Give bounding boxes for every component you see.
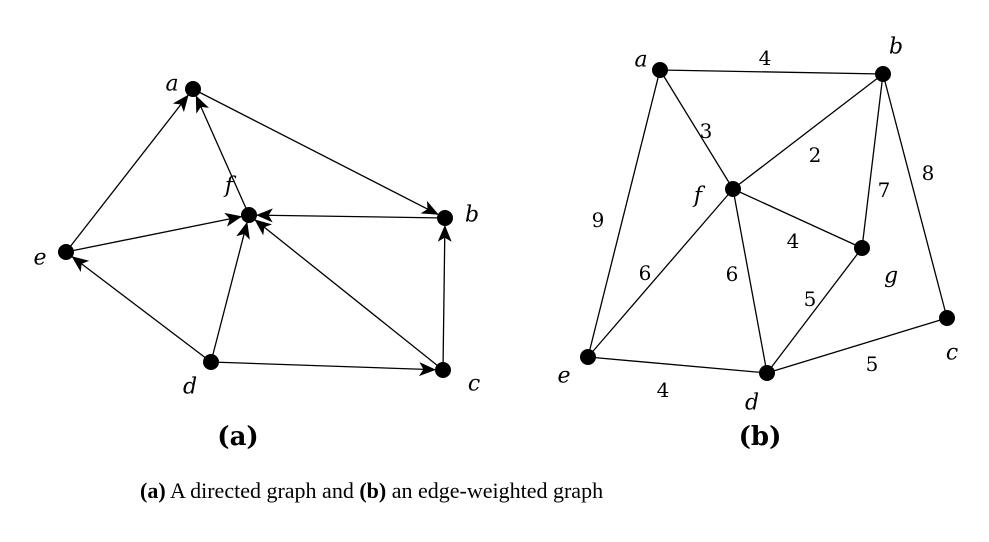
weighted-graph-node-label-g: g [884,264,898,289]
directed-graph-edge-b-f [255,208,446,223]
caption-text-b: an edge-weighted graph [386,478,604,503]
weighted-graph-weight-f-g: 4 [787,229,800,253]
weighted-graph-node-d [759,365,775,381]
weighted-graph-edges [587,69,948,374]
directed-graph-node-c [435,362,451,378]
directed-graph-edge-c-f [254,218,444,371]
weighted-graph-node-b [875,66,891,82]
weighted-graph-weight-a-f: 3 [700,119,713,143]
weighted-graph-edge-a-b [659,69,884,75]
weighted-graph-weight-f-e: 6 [639,261,652,285]
directed-graph-edge-d-c [210,361,437,377]
weighted-graph-node-label-b: b [889,35,903,60]
directed-graph-edge-e-f [65,212,243,253]
weighted-graph: 4 3 9 2 7 8 4 6 6 5 4 5 a b c d e f g (b) [557,35,958,453]
panel-label-b: (b) [739,422,782,452]
weighted-graph-edge-f-e [587,188,734,358]
weighted-graph-weight-d-c: 5 [866,352,879,376]
weighted-graph-edge-b-g [861,73,884,249]
directed-graph-node-label-b: b [465,203,479,228]
weighted-graph-edge-e-d [587,356,768,374]
caption-marker-b: (b) [359,478,387,503]
weighted-graph-edge-b-f [732,73,884,190]
weighted-graph-node-e [580,349,596,365]
weighted-graph-edge-a-e [587,69,661,358]
directed-graph-nodes [58,81,453,378]
directed-graph-node-d [203,354,219,370]
directed-graph-edge-a-b [192,88,440,216]
weighted-graph-node-label-f: f [692,184,706,209]
weighted-graph-node-labels: a b c d e f g [557,35,958,416]
weighted-graph-edge-g-d [766,247,863,374]
directed-graph-node-a [185,81,201,97]
directed-graph-edge-c-b [437,224,452,371]
weighted-graph-node-label-e: e [557,364,570,389]
weighted-graph-weight-b-c: 8 [922,161,935,185]
directed-graph-node-label-e: e [33,246,46,271]
weighted-graph-weight-a-b: 4 [759,46,772,70]
graph-figure: a b c d e f (a) 4 3 9 2 7 8 4 6 6 5 4 5 a b c d e f g (b) [33,35,958,453]
weighted-graph-weight-e-d: 4 [657,378,670,402]
directed-graph-node-label-c: c [468,372,480,397]
weighted-graph-edge-f-d [732,188,768,374]
directed-graph-edge-d-f [210,221,250,363]
panel-label-a: (a) [217,422,258,452]
weighted-graph-node-label-c: c [946,341,958,366]
directed-graph-node-label-f: f [223,174,237,199]
directed-graph-node-labels: a b c d e f [33,72,480,400]
directed-graph-node-e [58,244,74,260]
directed-graph-node-label-a: a [165,72,178,97]
weighted-graph-node-a [652,62,668,78]
caption-text-a: A directed graph and [165,478,360,503]
weighted-graph-weight-g-d: 5 [804,287,817,311]
caption-marker-a: (a) [140,478,166,503]
weighted-graph-edge-b-c [882,73,948,319]
directed-graph-edge-d-e [71,255,212,363]
weighted-graph-node-label-a: a [634,48,647,73]
weighted-graph-node-f [725,181,741,197]
directed-graph: a b c d e f (a) [33,72,480,453]
weighted-graph-edge-a-f [659,69,734,190]
weighted-graph-node-c [939,310,955,326]
directed-graph-node-b [437,210,453,226]
directed-graph-edge-f-a [195,95,250,216]
weighted-graph-weight-b-g: 7 [878,178,891,202]
weighted-graph-node-label-d: d [745,391,759,416]
weighted-graph-edge-weights: 4 3 9 2 7 8 4 6 6 5 4 5 [592,46,935,402]
weighted-graph-weight-a-e: 9 [592,208,605,232]
weighted-graph-nodes [580,62,955,381]
weighted-graph-node-g [854,240,870,256]
weighted-graph-weight-f-d: 6 [726,262,739,286]
directed-graph-edge-e-a [65,94,190,253]
directed-graph-edges [65,88,452,377]
directed-graph-node-label-d: d [183,375,197,400]
weighted-graph-edge-f-g [732,188,863,249]
directed-graph-node-f [241,207,257,223]
weighted-graph-edge-d-c [766,317,948,374]
figure-caption: (a) A directed graph and (b) an edge-wei… [140,478,603,504]
weighted-graph-weight-b-f: 2 [809,143,822,167]
